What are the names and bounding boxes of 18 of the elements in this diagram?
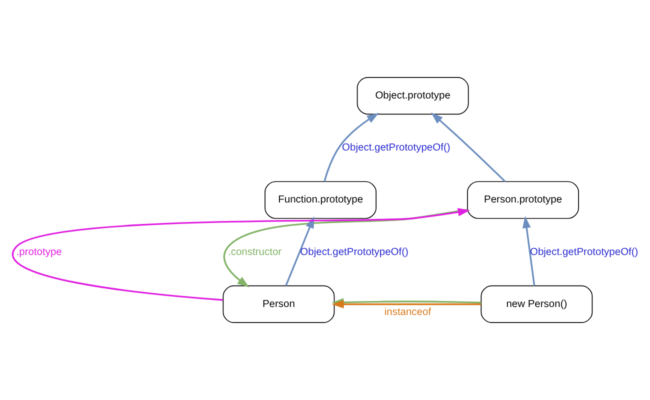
edge-label: .constructor [228,246,282,258]
node-box: Person.prototype [467,181,579,219]
node-box: new Person() [480,285,593,324]
edge-label: .prototype [16,246,62,258]
edge-label: Object.getPrototypeOf() [530,246,638,258]
node-box: Function.prototype [264,181,377,219]
edge-label: Object.getPrototypeOf() [342,142,450,154]
arrow [285,216,314,286]
arrow [332,300,482,308]
arrow [522,216,536,286]
arrow [324,112,379,182]
edge-label: instanceof [384,306,432,318]
arrow [431,112,506,182]
node-box: Object.prototype [356,76,469,115]
arrow [223,208,468,288]
node-box: Person [222,285,335,324]
arrow [12,208,470,301]
edge-label: Object.getPrototypeOf() [300,246,408,258]
